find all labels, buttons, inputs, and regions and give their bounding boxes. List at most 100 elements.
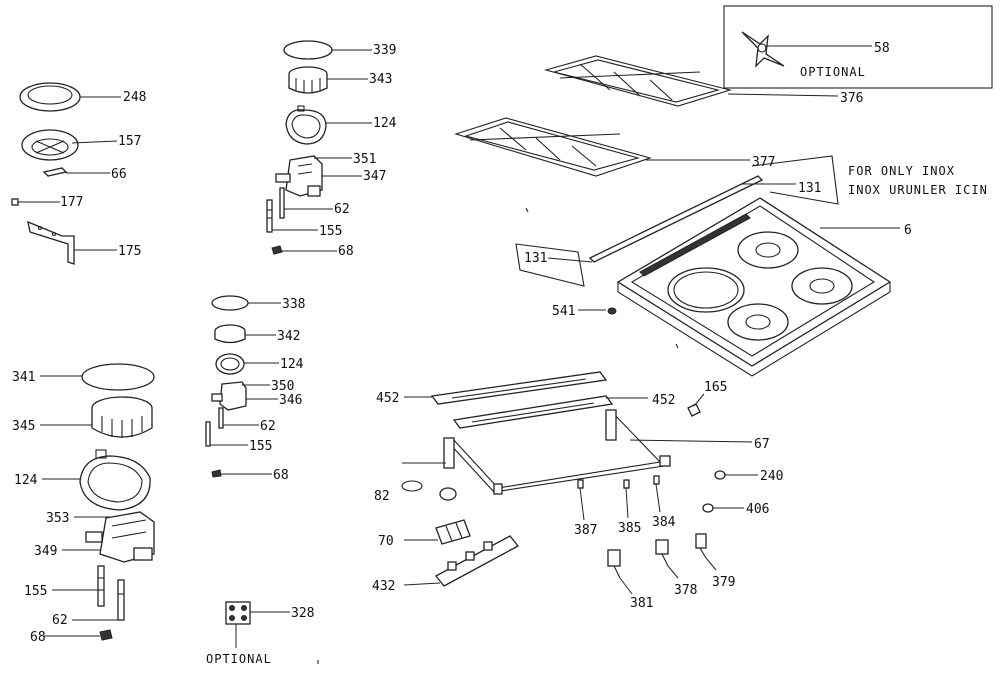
stray-mark: [675, 343, 679, 349]
callout-381: 381: [630, 596, 653, 611]
callout-157: 157: [118, 134, 141, 149]
callout-124-top: 124: [373, 116, 397, 131]
callout-66: 66: [111, 167, 127, 182]
part-70-terminal-block: [435, 519, 471, 545]
callout-341: 341: [12, 370, 35, 385]
part-338-burner-cap: [211, 295, 249, 311]
part-339-burner-cap: [283, 40, 333, 60]
callout-347: 347: [363, 169, 386, 184]
callout-387: 387: [574, 523, 597, 538]
part-124-gasket-top: [285, 105, 327, 145]
part-6-hob-top: [616, 197, 892, 377]
part-353-349-burner-body: [85, 511, 155, 563]
part-248-burner-cap: [19, 82, 81, 112]
part-341-burner-cap: [81, 363, 155, 391]
callout-240: 240: [760, 469, 783, 484]
part-177-clip: [11, 198, 19, 206]
callout-342: 342: [277, 329, 300, 344]
part-157-flame-spreader: [21, 129, 79, 161]
part-155-electrode-big: [97, 565, 105, 607]
part-82-oring: [401, 480, 457, 501]
part-381-switch: [607, 549, 621, 579]
part-124-gasket-mid: [215, 353, 245, 375]
callout-378: 378: [674, 583, 697, 598]
optional-frame: [723, 5, 993, 89]
callout-345: 345: [12, 419, 35, 434]
callout-406: 406: [746, 502, 769, 517]
part-452-rail-upper: [430, 371, 608, 405]
callout-70: 70: [378, 534, 394, 549]
part-343-flame-spreader: [288, 66, 328, 94]
part-377-pan-support: [454, 117, 652, 177]
callout-377: 377: [752, 155, 775, 170]
callout-67: 67: [754, 437, 770, 452]
callout-339: 339: [373, 43, 396, 58]
part-66-nozzle: [42, 167, 68, 177]
part-175-bracket: [27, 220, 75, 265]
callout-131-left: 131: [524, 251, 547, 266]
callout-155-big: 155: [24, 584, 47, 599]
callout-68-big: 68: [30, 630, 46, 645]
callout-82: 82: [374, 489, 390, 504]
callout-177: 177: [60, 195, 83, 210]
callout-248: 248: [123, 90, 146, 105]
part-68-screw-mid: [211, 469, 222, 478]
callout-351: 351: [353, 152, 376, 167]
part-376-pan-support: [543, 55, 733, 107]
part-67-gas-manifold: [443, 409, 671, 495]
part-68-screw-top: [271, 245, 283, 255]
part-342-flame-spreader: [214, 324, 246, 344]
callout-155-top: 155: [319, 224, 342, 239]
callout-338: 338: [282, 297, 305, 312]
callout-350: 350: [271, 379, 294, 394]
part-351-347-burner-body: [275, 155, 323, 197]
part-62-thermocouple-mid: [218, 407, 224, 429]
part-541-grommet: [607, 307, 617, 315]
part-240-nut: [714, 470, 726, 480]
part-155-electrode-mid: [205, 421, 211, 447]
callout-328: 328: [291, 606, 314, 621]
inox-note-line2: INOX URUNLER ICIN: [848, 183, 988, 197]
callout-541: 541: [552, 304, 575, 319]
callout-175: 175: [118, 244, 141, 259]
part-345-flame-spreader: [91, 396, 153, 438]
part-58-wok-support: [741, 31, 785, 68]
part-124-gasket-big: [79, 449, 151, 511]
part-379-switch: [695, 533, 707, 559]
inox-note-line1: FOR ONLY INOX: [848, 164, 955, 178]
callout-384: 384: [652, 515, 676, 530]
callout-349: 349: [34, 544, 57, 559]
optional-label-top: OPTIONAL: [800, 65, 866, 79]
callout-343: 343: [369, 72, 392, 87]
callout-452-left: 452: [376, 391, 399, 406]
callout-62-mid: 62: [260, 419, 276, 434]
callout-376: 376: [840, 91, 863, 106]
callout-131-right: 131: [798, 181, 821, 196]
part-384-fitting: [653, 475, 660, 485]
part-406-washer: [702, 503, 714, 513]
callout-379: 379: [712, 575, 735, 590]
optional-label-bottom: OPTIONAL: [206, 652, 272, 666]
callout-62-big: 62: [52, 613, 68, 628]
part-62-thermocouple-big: [117, 579, 125, 621]
part-165-clip: [687, 403, 701, 417]
stray-mark: [525, 207, 529, 213]
part-452-rail-lower: [452, 395, 614, 429]
callout-68-mid: 68: [273, 468, 289, 483]
callout-432: 432: [372, 579, 395, 594]
callout-346: 346: [279, 393, 302, 408]
callout-452-right: 452: [652, 393, 675, 408]
part-155-electrode-top: [266, 199, 273, 233]
callout-6: 6: [904, 223, 912, 238]
part-328-optional-block: [225, 601, 251, 625]
part-350-346-burner-body: [211, 381, 247, 411]
part-432-switch-bracket: [435, 535, 519, 587]
callout-385: 385: [618, 521, 641, 536]
part-385-fitting: [623, 479, 630, 489]
callout-68-top: 68: [338, 244, 354, 259]
callout-62-top: 62: [334, 202, 350, 217]
callout-58: 58: [874, 41, 890, 56]
part-62-thermocouple-top: [279, 187, 285, 219]
part-131-trim-strip: [515, 155, 839, 287]
